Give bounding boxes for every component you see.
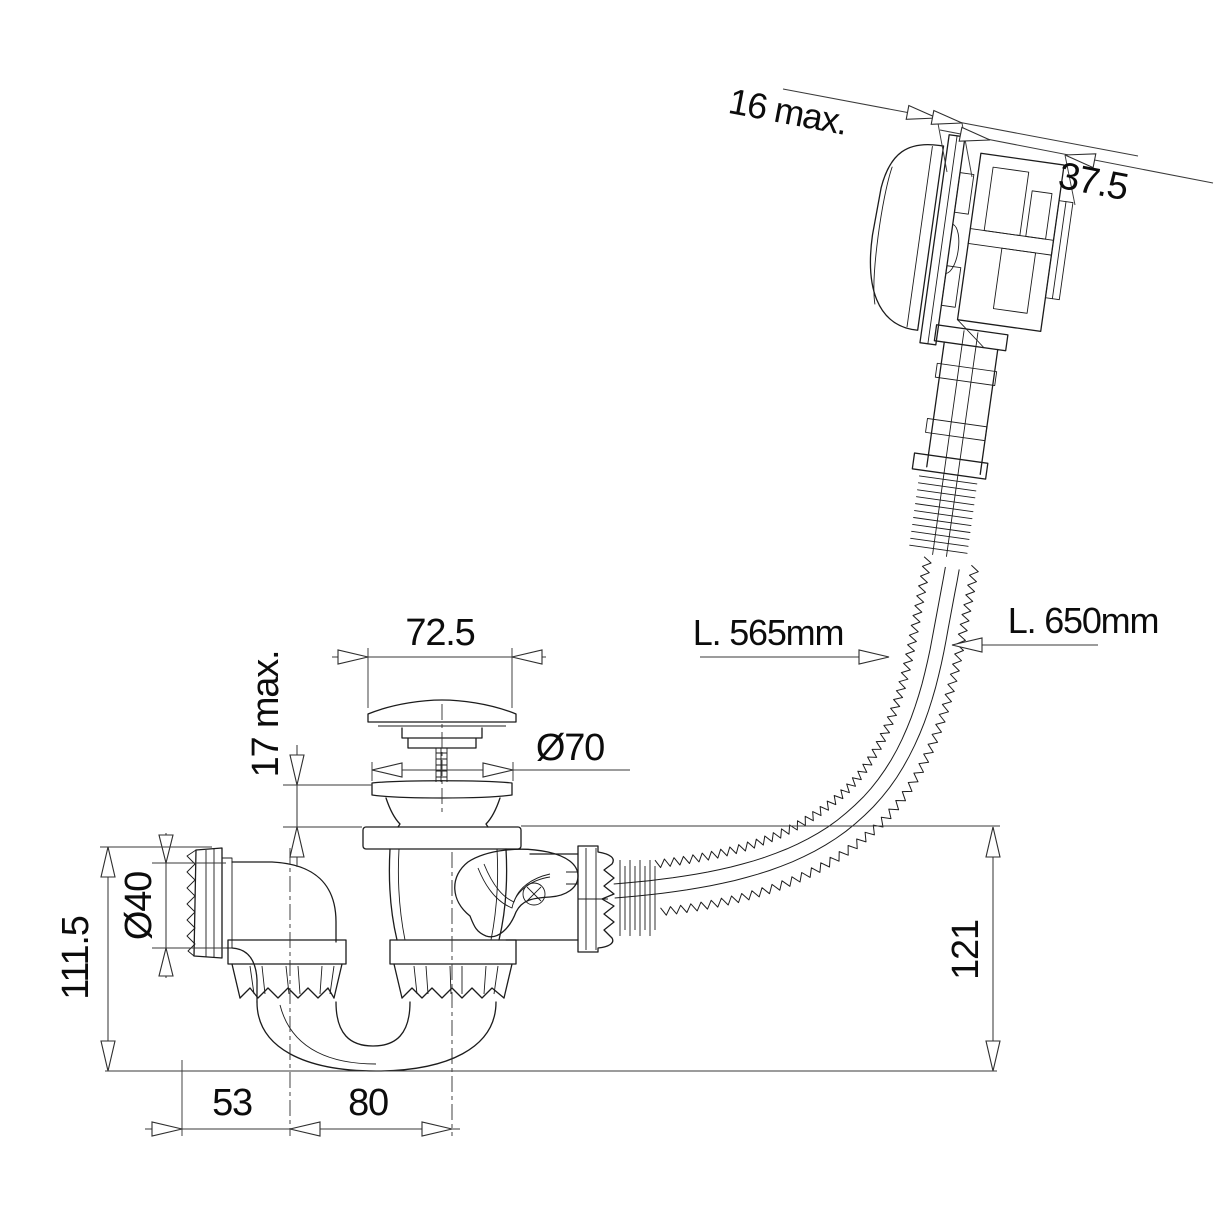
u-bend-outer [256, 1001, 497, 1072]
center-lines [289, 704, 453, 1136]
dim-tee-height: 121 [945, 826, 1001, 1072]
dim-trap-pipe-diameter: Ø40 [118, 833, 226, 978]
dim-label-dia-40: Ø40 [118, 872, 160, 940]
lever-assembly [454, 848, 579, 938]
dim-label-53: 53 [212, 1082, 252, 1124]
overflow-cap [869, 143, 945, 331]
dim-label-565: L. 565mm [693, 612, 843, 653]
hose-inner-tube-line [613, 566, 946, 885]
hose-inner-tube-line [614, 569, 960, 899]
lever-plate [454, 848, 579, 938]
hose-corrugation-edge [654, 556, 932, 869]
dim-label-37-5: 37.5 [1055, 155, 1131, 209]
dim-base-offsets: 53 80 [105, 1060, 997, 1137]
lever-screw-icon [522, 882, 546, 906]
trap-nut-right [389, 939, 517, 999]
hose-nut-and-ribs [505, 845, 656, 953]
plug-stem [435, 748, 448, 782]
overflow-assembly [869, 134, 1074, 557]
dim-label-650: L. 650mm [1008, 600, 1158, 641]
u-bend-inner [335, 1001, 411, 1047]
waste-flange [362, 826, 522, 850]
dim-hose-lengths: L. 565mm L. 650mm [693, 600, 1159, 665]
dim-label-dia-70: Ø70 [536, 727, 604, 769]
hose-guide-inner [614, 558, 954, 891]
dim-waste-diameter: Ø70 [371, 727, 630, 781]
waste-body [362, 826, 522, 941]
dim-label-121: 121 [945, 920, 987, 980]
plug-cap [367, 699, 517, 723]
dim-label-17-max: 17 max. [245, 651, 287, 778]
hose-rib-section [619, 860, 656, 936]
dim-trap-height: 111.5 [55, 846, 212, 1072]
dim-label-111-5: 111.5 [55, 916, 97, 1000]
overflow-thread-ribs [909, 475, 978, 554]
flexible-overflow-hose [613, 556, 979, 916]
dim-label-72-5: 72.5 [405, 612, 474, 654]
dim-label-80: 80 [348, 1082, 388, 1124]
dim-overflow-head: 16 max. 37.5 [725, 80, 1214, 209]
strainer-flange [371, 780, 513, 799]
dim-plug-cap-width: 72.5 [332, 612, 546, 708]
hose-union-nut [577, 845, 615, 953]
hose-guide [658, 560, 952, 888]
wall-nut [193, 847, 223, 959]
trap-nut-left [227, 939, 347, 999]
p-trap [186, 847, 517, 1072]
dim-deck-thickness: 17 max. [245, 651, 372, 867]
